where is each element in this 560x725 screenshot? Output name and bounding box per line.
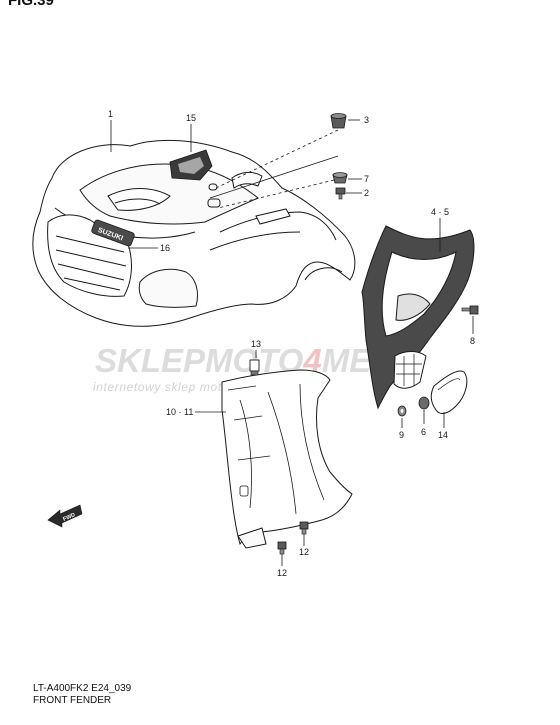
callout-16: 16	[160, 243, 170, 253]
bolt-2-shank	[338, 193, 343, 200]
leader-2-dashed	[209, 155, 339, 199]
lid-14-edge	[437, 378, 461, 391]
callout-12-right: 12	[299, 547, 309, 557]
bolt-2-head	[335, 187, 346, 195]
bolt-12-bottom-head	[277, 541, 287, 550]
leader-3-dashed	[215, 129, 339, 189]
figure-title: FIG.39	[8, 0, 54, 9]
callout-4-5: 4 · 5	[431, 207, 449, 217]
nut-7-top	[332, 172, 348, 178]
fender-side-panel	[219, 211, 337, 241]
screw-8	[461, 305, 479, 315]
fwd-arrow-label: FWD	[62, 512, 76, 523]
washer-9	[397, 405, 407, 417]
footer-section-name: FRONT FENDER	[33, 695, 112, 706]
screw-8-shank	[461, 307, 471, 312]
side-panel-4-5-opening	[395, 293, 431, 321]
callout-8: 8	[470, 336, 475, 346]
grille-bar-2	[55, 249, 127, 267]
watermark-brand-right: ME	[322, 342, 372, 379]
side-panel-4-5	[361, 225, 475, 410]
footer-model-code: LT-A400FK2 E24_039	[33, 683, 132, 694]
clip-13	[249, 359, 260, 376]
inner-guard-rib-3	[299, 383, 325, 501]
inner-guard-rib-1	[239, 399, 252, 509]
mount-hole-2	[208, 183, 218, 191]
nut-7	[332, 172, 348, 184]
grommet-6-body	[418, 396, 430, 410]
bolt-12-bottom	[277, 541, 287, 555]
callout-14: 14	[438, 430, 448, 440]
callout-3: 3	[364, 115, 369, 125]
fender-slot-1	[255, 208, 291, 225]
fender-slot-2	[231, 171, 263, 189]
bolt-12-right	[299, 521, 309, 535]
inner-guard-slot	[239, 485, 249, 497]
callout-13: 13	[251, 339, 261, 349]
fender-side-panel-2	[209, 231, 301, 251]
fwd-arrow: FWD	[47, 504, 83, 528]
clip-13-body	[249, 359, 260, 372]
bolt-12-right-head	[299, 521, 309, 530]
fender-hood-vent	[107, 188, 171, 211]
callout-labels: 1 15 3 7 2 16 4 · 5 8 13 10 · 11 9 6 14 …	[108, 109, 475, 578]
clip-13-tab	[250, 370, 259, 376]
grommet-6	[418, 396, 430, 410]
watermark-brand-mid: 4	[302, 342, 321, 379]
callout-2: 2	[364, 188, 369, 198]
inner-guard-rib-2	[267, 391, 297, 515]
callout-1: 1	[108, 109, 113, 119]
cushion-3	[330, 113, 347, 129]
grille-bar-3	[57, 263, 125, 281]
bolt-2	[335, 187, 346, 200]
callout-7: 7	[364, 174, 369, 184]
grille-bar-1	[55, 235, 125, 253]
screw-8-head	[469, 305, 479, 315]
brand-decal-plate	[91, 219, 135, 247]
grille-bar-4	[63, 277, 121, 291]
lid-14-shape	[430, 370, 468, 414]
side-panel-4-5-grid	[396, 354, 422, 386]
callout-10-11: 10 · 11	[166, 407, 193, 417]
fender-right-wheel-arch	[304, 267, 343, 281]
callout-6: 6	[421, 427, 426, 437]
top-decal	[169, 149, 213, 181]
watermark-brand: SKLEPMOTO4ME	[95, 342, 372, 379]
fender-left-wheel-arch	[138, 268, 199, 308]
callout-9: 9	[399, 430, 404, 440]
bolt-12-bottom-shank	[279, 548, 285, 555]
inner-guard-flange	[227, 385, 271, 461]
top-decal-highlight	[178, 157, 204, 174]
callout-15: 15	[186, 113, 196, 123]
bolt-12-right-shank	[301, 528, 307, 535]
front-fender	[32, 139, 356, 327]
cushion-3-top	[330, 113, 347, 119]
washer-9-hole	[400, 409, 404, 413]
mount-hole-1	[207, 198, 221, 208]
inner-guard-foot	[237, 527, 267, 549]
callout-12-bottom: 12	[277, 568, 287, 578]
leader-7-dashed	[217, 179, 335, 209]
fwd-arrow-shape	[47, 504, 83, 528]
inner-guard-10-11	[221, 369, 353, 549]
leader-lines	[110, 119, 474, 566]
lid-14	[430, 370, 468, 414]
fender-hood-ridge	[114, 198, 161, 205]
side-panel-4-5-lower-opening	[393, 351, 427, 389]
